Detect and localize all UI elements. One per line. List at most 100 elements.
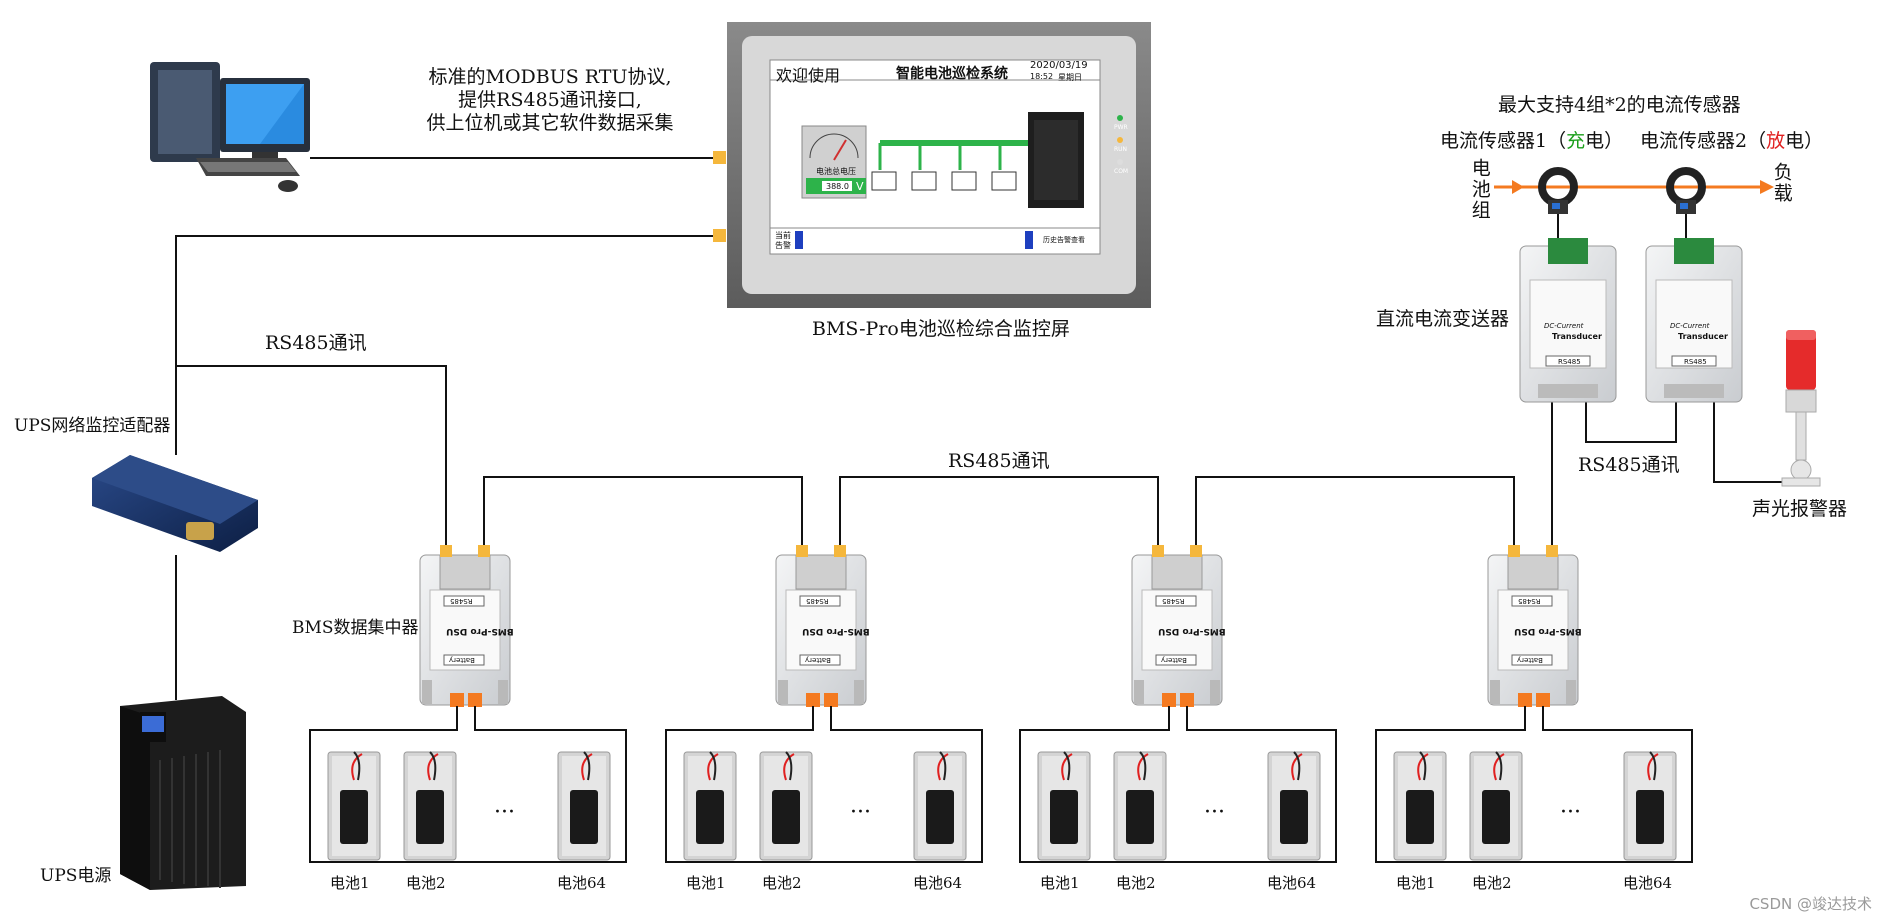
transducer-1-name-2: Transducer <box>1552 332 1602 341</box>
hmi-voltage: 388.0 <box>826 182 849 191</box>
current-sensor-2 <box>1666 167 1706 214</box>
load-label: 负载 <box>1770 162 1793 204</box>
battery-ellipsis-2: ··· <box>850 800 871 825</box>
battery-label-3-b2: 电池2 <box>1116 874 1156 892</box>
alarm-device-label: 声光报警器 <box>1752 498 1848 520</box>
battery-ellipsis-3: ··· <box>1204 800 1225 825</box>
dsu-label: BMS数据集中器 <box>292 618 419 638</box>
hmi-voltage-unit: V <box>856 180 864 193</box>
battery-label-4-b1: 电池1 <box>1396 874 1436 892</box>
hmi-led-run: RUN <box>1114 146 1128 153</box>
battery-bus-2 <box>665 706 983 863</box>
current-sensor-1 <box>1538 167 1578 214</box>
transducer-1-name-1: DC-Current <box>1544 322 1584 330</box>
battery-bus-1 <box>309 706 627 863</box>
battery-label-2-b2: 电池2 <box>762 874 802 892</box>
dsu-3-battery: Battery <box>1161 656 1187 664</box>
battery-cell-3-1 <box>1037 751 1091 861</box>
rs485-label-left: RS485通讯 <box>265 332 367 354</box>
sensor-header: 最大支持4组*2的电流传感器 <box>1498 94 1741 116</box>
hmi-date: 2020/03/19 <box>1030 60 1088 71</box>
battery-cell-2-1 <box>683 751 737 861</box>
battery-cell-1-2 <box>403 751 457 861</box>
battery-cell-4-3 <box>1623 751 1677 861</box>
battery-pack-label: 电池组 <box>1468 158 1491 221</box>
rs485-label-right: RS485通讯 <box>1578 454 1680 476</box>
modbus-note-line-2: 提供RS485通讯接口, <box>458 88 642 111</box>
hmi-time: 18:52 <box>1030 72 1054 81</box>
sensor-2-suffix: 电） <box>1785 130 1824 152</box>
wire-transducer-link <box>1585 400 1677 443</box>
dsu-1-battery: Battery <box>449 656 475 664</box>
sensor-2-label: 电流传感器2（放电） <box>1640 130 1823 153</box>
transducer-label: 直流电流变送器 <box>1376 308 1510 330</box>
dc-transducer-2 <box>1645 238 1743 403</box>
current-flow-arrow-in <box>1512 180 1524 194</box>
battery-cell-3-2 <box>1113 751 1167 861</box>
hmi-title: 智能电池巡检系统 <box>896 66 1008 82</box>
battery-label-1-b1: 电池1 <box>330 874 370 892</box>
dsu-device-2 <box>775 545 867 707</box>
desktop-computer-icon <box>150 62 310 192</box>
sensor-1-suffix: 电） <box>1585 130 1624 152</box>
hmi-port-2 <box>713 229 726 242</box>
hmi-welcome: 欢迎使用 <box>776 66 841 85</box>
transducer-2-name-2: Transducer <box>1678 332 1728 341</box>
battery-ellipsis-4: ··· <box>1560 800 1581 825</box>
battery-cell-4-1 <box>1393 751 1447 861</box>
modbus-note: 标准的MODBUS RTU协议, 提供RS485通讯接口, 供上位机或其它软件数… <box>395 66 705 134</box>
dsu-4-name: BMS-Pro DSU <box>1514 626 1582 636</box>
battery-label-4-b2: 电池2 <box>1472 874 1512 892</box>
dsu-2-battery: Battery <box>805 656 831 664</box>
modbus-note-line-1: 标准的MODBUS RTU协议, <box>428 66 672 88</box>
hmi-led-com: COM <box>1114 168 1129 175</box>
hmi-gauge-label: 电池总电压 <box>816 167 856 176</box>
battery-label-3-b64: 电池64 <box>1267 874 1317 892</box>
battery-label-2-b64: 电池64 <box>913 874 963 892</box>
wire-dsu1-dsu2 <box>483 476 803 548</box>
battery-ellipsis-1: ··· <box>494 800 515 825</box>
hmi-weekday: 星期日 <box>1058 73 1082 82</box>
ups-label: UPS电源 <box>40 866 112 886</box>
ups-tower <box>120 696 246 890</box>
hmi-port-1 <box>713 151 726 164</box>
hmi-history-button: 历史告警查看 <box>1043 236 1085 244</box>
battery-cell-2-3 <box>913 751 967 861</box>
modbus-note-line-3: 供上位机或其它软件数据采集 <box>426 111 674 134</box>
battery-cell-1-3 <box>557 751 611 861</box>
dsu-3-name: BMS-Pro DSU <box>1158 626 1226 636</box>
dsu-device-3 <box>1131 545 1223 707</box>
hmi-caption: BMS-Pro电池巡检综合监控屏 <box>812 318 1070 340</box>
watermark: CSDN @竣达技术 <box>1749 895 1872 913</box>
transducer-2-name-1: DC-Current <box>1670 322 1710 330</box>
wire-transducer-alarm <box>1713 400 1795 483</box>
rs485-label-middle: RS485通讯 <box>948 450 1050 472</box>
sensor-1-prefix: 电流传感器1（ <box>1440 130 1567 152</box>
transducer-1-rs485: RS485 <box>1558 358 1581 366</box>
sensor-1-mode: 充 <box>1566 130 1586 152</box>
adapter-label: UPS网络监控适配器 <box>14 416 171 436</box>
battery-bus-3 <box>1019 706 1337 863</box>
battery-label-4-b64: 电池64 <box>1623 874 1673 892</box>
battery-cell-2-2 <box>759 751 813 861</box>
transducer-2-rs485: RS485 <box>1684 358 1707 366</box>
battery-cell-3-3 <box>1267 751 1321 861</box>
wire-dsu3-dsu4 <box>1195 476 1515 548</box>
dsu-device-1 <box>419 545 511 707</box>
hmi-alarm-label-1: 当前 <box>775 231 791 240</box>
sensor-1-label: 电流传感器1（充电） <box>1440 130 1623 153</box>
dsu-1-rs485: RS485 <box>450 597 473 605</box>
ups-network-adapter <box>92 455 258 552</box>
sound-light-alarm <box>1781 330 1821 487</box>
battery-label-1-b64: 电池64 <box>557 874 607 892</box>
dsu-1-name: BMS-Pro DSU <box>446 626 514 636</box>
battery-label-3-b1: 电池1 <box>1040 874 1080 892</box>
battery-cell-4-2 <box>1469 751 1523 861</box>
dsu-2-name: BMS-Pro DSU <box>802 626 870 636</box>
wire-hmi-trunk <box>175 235 722 455</box>
battery-cell-1-1 <box>327 751 381 861</box>
battery-label-2-b1: 电池1 <box>686 874 726 892</box>
hmi-led-pwr: PWR <box>1114 124 1128 131</box>
